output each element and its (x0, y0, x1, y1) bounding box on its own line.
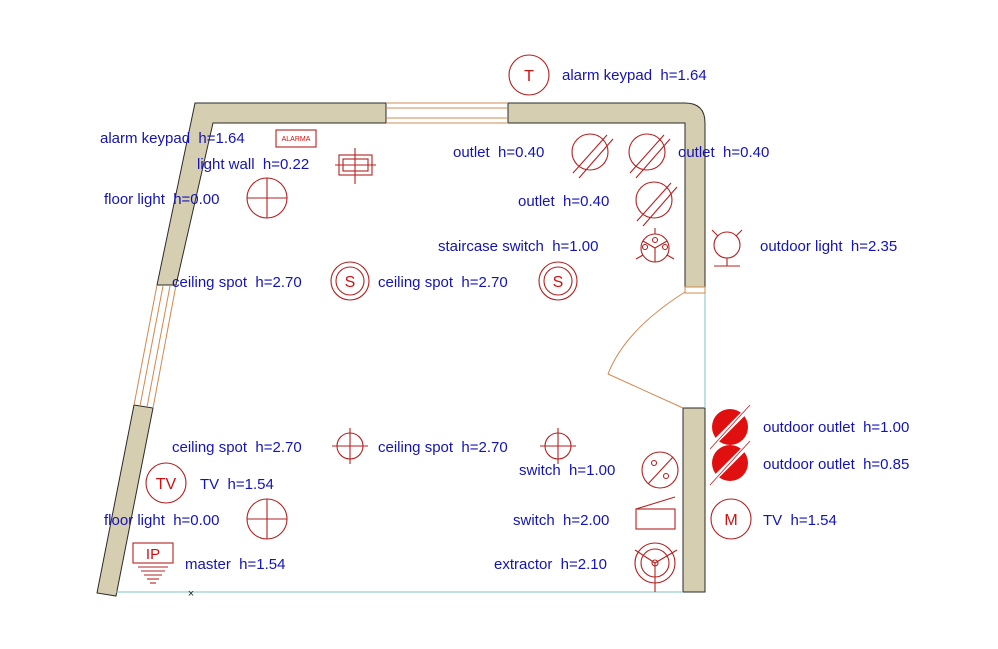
wall-bottom-right (682, 407, 706, 593)
label-outlet-2: outlet h=0.40 (678, 144, 769, 161)
label-outdoor-outlet-2: outdoor outlet h=0.85 (763, 456, 909, 473)
label-tv-left: TV h=1.54 (200, 476, 274, 493)
outdoor-outlet-icon (709, 440, 751, 486)
outdoor-outlet-icon (709, 404, 751, 450)
origin-mark: × (188, 588, 194, 600)
outlet-icon (635, 181, 678, 227)
label-switch-2: switch h=2.00 (513, 512, 609, 529)
switch-2-icon (635, 496, 676, 530)
outlet-icon (628, 133, 671, 179)
window-left (133, 284, 177, 409)
label-alarm-keypad-left: alarm keypad h=1.64 (100, 130, 245, 147)
floor-light-icon (246, 177, 288, 219)
svg-text:TV: TV (156, 476, 177, 493)
label-switch-1: switch h=1.00 (519, 462, 615, 479)
wall-top-right (507, 102, 706, 288)
svg-text:S: S (345, 274, 356, 291)
thermostat-icon: T (508, 54, 550, 96)
label-outdoor-light: outdoor light h=2.35 (760, 238, 897, 255)
wall-light-icon (335, 148, 376, 184)
extractor-icon (634, 542, 678, 592)
svg-text:T: T (524, 68, 534, 85)
label-outdoor-outlet-1: outdoor outlet h=1.00 (763, 419, 909, 436)
label-master: master h=1.54 (185, 556, 285, 573)
switch-icon (641, 451, 679, 489)
label-alarm-keypad-top: alarm keypad h=1.64 (562, 67, 707, 84)
outlet-icon (571, 133, 614, 179)
label-tv-right: TV h=1.54 (763, 512, 837, 529)
tv-outlet-icon: TV (145, 462, 187, 504)
outdoor-light-icon (711, 229, 743, 267)
wall-bottom-left (96, 404, 154, 597)
label-ceiling-spot-4: ceiling spot h=2.70 (378, 439, 508, 456)
antenna-icon: M (710, 498, 752, 540)
label-floor-light-top: floor light h=0.00 (104, 191, 220, 208)
master-panel-icon: IP (132, 542, 174, 584)
staircase-switch-icon (635, 228, 675, 263)
label-outlet-1: outlet h=0.40 (453, 144, 544, 161)
floor-light-icon (246, 498, 288, 540)
alarm-panel-icon: ALARMA (275, 129, 317, 148)
label-outlet-3: outlet h=0.40 (518, 193, 609, 210)
label-floor-light-bottom: floor light h=0.00 (104, 512, 220, 529)
label-ceiling-spot-2: ceiling spot h=2.70 (378, 274, 508, 291)
window-top (386, 102, 508, 124)
ceiling-spot-icon (332, 428, 368, 464)
svg-text:ALARMA: ALARMA (282, 136, 311, 143)
label-extractor: extractor h=2.10 (494, 556, 607, 573)
ceiling-spot-icon (540, 428, 576, 464)
ceiling-spot-icon: S (330, 261, 370, 301)
door (607, 286, 706, 409)
svg-text:IP: IP (146, 546, 160, 563)
ceiling-spot-icon: S (538, 261, 578, 301)
svg-text:S: S (553, 274, 564, 291)
label-ceiling-spot-3: ceiling spot h=2.70 (172, 439, 302, 456)
svg-text:M: M (724, 512, 737, 529)
label-light-wall: light wall h=0.22 (197, 156, 309, 173)
label-ceiling-spot-1: ceiling spot h=2.70 (172, 274, 302, 291)
label-staircase-switch: staircase switch h=1.00 (438, 238, 599, 255)
